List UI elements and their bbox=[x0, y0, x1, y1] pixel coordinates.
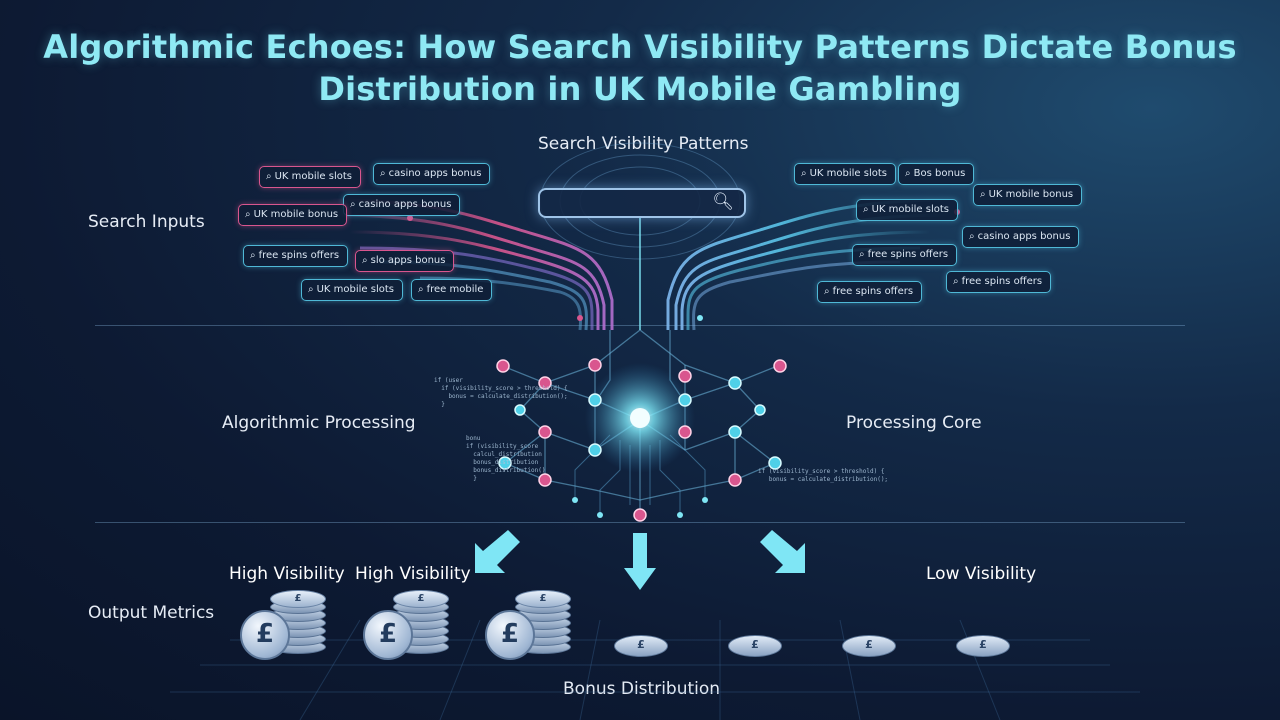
search-inputs-label: Search Inputs bbox=[88, 212, 205, 232]
search-bar: 🔍︎ bbox=[538, 188, 746, 218]
search-icon: ⌕ bbox=[266, 171, 272, 182]
search-icon: ⌕ bbox=[801, 168, 807, 179]
left-chip-3: ⌕casino apps bonus bbox=[343, 194, 461, 216]
coin-stack-1: £ £ bbox=[240, 588, 330, 660]
search-icon: ⌕ bbox=[980, 189, 986, 200]
flat-coin-4: £ bbox=[956, 635, 1010, 657]
right-chip-1: ⌕UK mobile slots bbox=[794, 163, 896, 185]
left-chip-4: ⌕UK mobile bonus bbox=[238, 204, 348, 226]
right-chip-2: ⌕Bos bonus bbox=[898, 163, 975, 185]
page-title: Algorithmic Echoes: How Search Visibilit… bbox=[43, 28, 1237, 108]
search-icon: ⌕ bbox=[362, 255, 368, 266]
search-icon: 🔍︎ bbox=[712, 192, 734, 212]
left-chip-6: ⌕slo apps bonus bbox=[355, 250, 455, 272]
right-chip-4: ⌕UK mobile slots bbox=[856, 199, 958, 221]
pound-coin: £ bbox=[485, 610, 535, 660]
arrow-down bbox=[624, 533, 656, 590]
search-icon: ⌕ bbox=[250, 250, 256, 261]
right-chip-8: ⌕free spins offers bbox=[817, 281, 923, 303]
search-visibility-patterns-label: Search Visibility Patterns bbox=[538, 134, 749, 154]
search-icon: ⌕ bbox=[824, 286, 830, 297]
network-nodes bbox=[407, 209, 960, 522]
processing-core-label: Processing Core bbox=[846, 413, 982, 433]
high-visibility-label-2: High Visibility bbox=[355, 564, 471, 584]
high-visibility-label-1: High Visibility bbox=[229, 564, 345, 584]
search-icon: ⌕ bbox=[859, 249, 865, 260]
output-arrows bbox=[475, 530, 805, 590]
search-icon: ⌕ bbox=[350, 199, 356, 210]
pound-coin: £ bbox=[240, 610, 290, 660]
code-snippet-left-1: if (user if (visibility_score > threshol… bbox=[434, 377, 568, 408]
processing-core-center bbox=[630, 408, 650, 428]
low-visibility-label: Low Visibility bbox=[926, 564, 1037, 584]
search-icon: ⌕ bbox=[380, 168, 386, 179]
search-icon: ⌕ bbox=[863, 204, 869, 215]
pound-coin: £ bbox=[363, 610, 413, 660]
left-chip-7: ⌕UK mobile slots bbox=[301, 279, 403, 301]
coin-stack-3: £ £ bbox=[485, 588, 575, 660]
algorithmic-processing-label: Algorithmic Processing bbox=[222, 413, 416, 433]
left-chip-8: ⌕free mobile bbox=[411, 279, 493, 301]
arrow-down-right bbox=[760, 530, 805, 573]
coin-stack-2: £ £ bbox=[363, 588, 453, 660]
search-icon: ⌕ bbox=[308, 284, 314, 295]
left-chip-5: ⌕free spins offers bbox=[243, 245, 349, 267]
flat-coin-3: £ bbox=[842, 635, 896, 657]
left-chip-2: ⌕casino apps bonus bbox=[373, 163, 491, 185]
search-icon: ⌕ bbox=[953, 276, 959, 287]
right-chip-3: ⌕UK mobile bonus bbox=[973, 184, 1083, 206]
flat-coin-1: £ bbox=[614, 635, 668, 657]
search-icon: ⌕ bbox=[905, 168, 911, 179]
arrow-down-left bbox=[475, 530, 520, 573]
left-chip-1: ⌕UK mobile slots bbox=[259, 166, 361, 188]
code-snippet-right: if (visibility_score > threshold) { bonu… bbox=[758, 468, 889, 483]
right-chip-7: ⌕free spins offers bbox=[946, 271, 1052, 293]
search-icon: ⌕ bbox=[418, 284, 424, 295]
right-chip-6: ⌕free spins offers bbox=[852, 244, 958, 266]
output-metrics-label: Output Metrics bbox=[88, 603, 215, 623]
search-icon: ⌕ bbox=[969, 231, 975, 242]
divider-bottom bbox=[95, 522, 1185, 523]
bonus-distribution-label: Bonus Distribution bbox=[563, 679, 721, 699]
right-chip-5: ⌕casino apps bonus bbox=[962, 226, 1080, 248]
search-icon: ⌕ bbox=[245, 209, 251, 220]
flat-coin-2: £ bbox=[728, 635, 782, 657]
code-snippet-left-2: bonu if (visibility_score calcul_distrib… bbox=[466, 435, 546, 482]
